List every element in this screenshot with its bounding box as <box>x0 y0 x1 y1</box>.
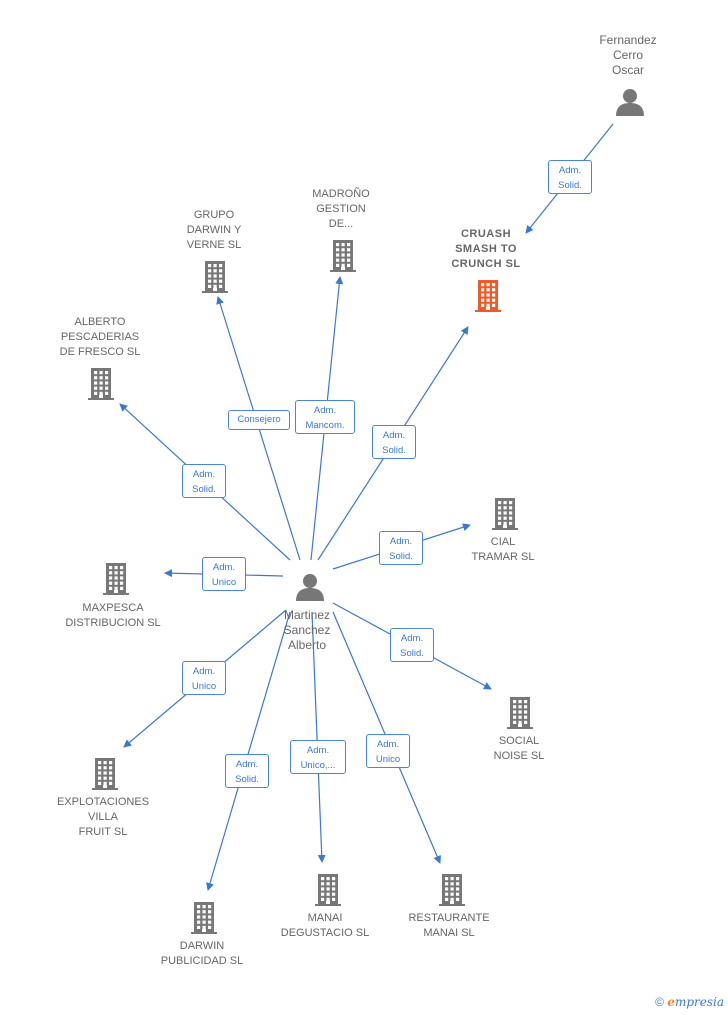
footer-brand[interactable]: © empresia <box>655 995 724 1009</box>
copyright-symbol: © <box>655 995 664 1009</box>
building-icon[interactable] <box>91 756 119 795</box>
brand-logo: empresia <box>667 995 724 1009</box>
relation-label-grupo[interactable]: Consejero <box>228 410 290 430</box>
node-label-darwinpub[interactable]: DARWIN PUBLICIDAD SL <box>160 940 244 967</box>
relation-label-cruash[interactable]: Adm. Solid. <box>372 425 416 459</box>
building-icon[interactable] <box>190 900 218 939</box>
building-icon[interactable] <box>87 366 115 405</box>
node-label-cruash[interactable]: CRUASH SMASH TO CRUNCH SL <box>451 228 521 270</box>
relation-edge-darwinpub <box>206 611 291 891</box>
relation-label-maxpesca[interactable]: Adm. Unico <box>202 557 246 591</box>
building-icon[interactable] <box>102 561 130 600</box>
person-icon[interactable] <box>615 88 645 121</box>
node-label-manaideg[interactable]: MANAI DEGUSTACIO SL <box>280 912 370 939</box>
relation-label-explot[interactable]: Adm. Unico <box>182 661 226 695</box>
node-label-social[interactable]: SOCIAL NOISE SL <box>493 735 545 762</box>
relation-label-manaideg[interactable]: Adm. Unico,... <box>290 740 346 774</box>
node-label-martinez[interactable]: Martinez Sanchez Alberto <box>283 608 331 652</box>
building-icon[interactable] <box>474 278 502 317</box>
building-icon[interactable] <box>201 259 229 298</box>
node-label-madrono[interactable]: MADROÑO GESTION DE... <box>312 188 370 230</box>
relation-label-cruash[interactable]: Adm. Solid. <box>548 160 592 194</box>
node-label-explot[interactable]: EXPLOTACIONES VILLA FRUIT SL <box>56 796 150 838</box>
relation-label-restaurante[interactable]: Adm. Unico <box>366 734 410 768</box>
node-label-restaurante[interactable]: RESTAURANTE MANAI SL <box>408 912 490 939</box>
relation-edge-manaideg <box>311 611 326 863</box>
node-label-cial[interactable]: CIAL TRAMAR SL <box>471 536 535 563</box>
node-label-grupo[interactable]: GRUPO DARWIN Y VERNE SL <box>186 209 242 251</box>
person-icon[interactable] <box>295 573 325 606</box>
relation-label-darwinpub[interactable]: Adm. Solid. <box>225 754 269 788</box>
building-icon[interactable] <box>506 695 534 734</box>
relation-label-social[interactable]: Adm. Solid. <box>390 628 434 662</box>
building-icon[interactable] <box>438 872 466 911</box>
building-icon[interactable] <box>329 238 357 277</box>
building-icon[interactable] <box>314 872 342 911</box>
relation-label-cial[interactable]: Adm. Solid. <box>379 531 423 565</box>
node-label-fernandez[interactable]: Fernandez Cerro Oscar <box>599 33 657 77</box>
building-icon[interactable] <box>491 496 519 535</box>
node-label-alberto[interactable]: ALBERTO PESCADERIAS DE FRESCO SL <box>59 316 141 358</box>
relation-label-madrono[interactable]: Adm. Mancom. <box>295 400 355 434</box>
node-label-maxpesca[interactable]: MAXPESCA DISTRIBUCION SL <box>65 602 161 629</box>
relation-label-alberto[interactable]: Adm. Solid. <box>182 464 226 498</box>
